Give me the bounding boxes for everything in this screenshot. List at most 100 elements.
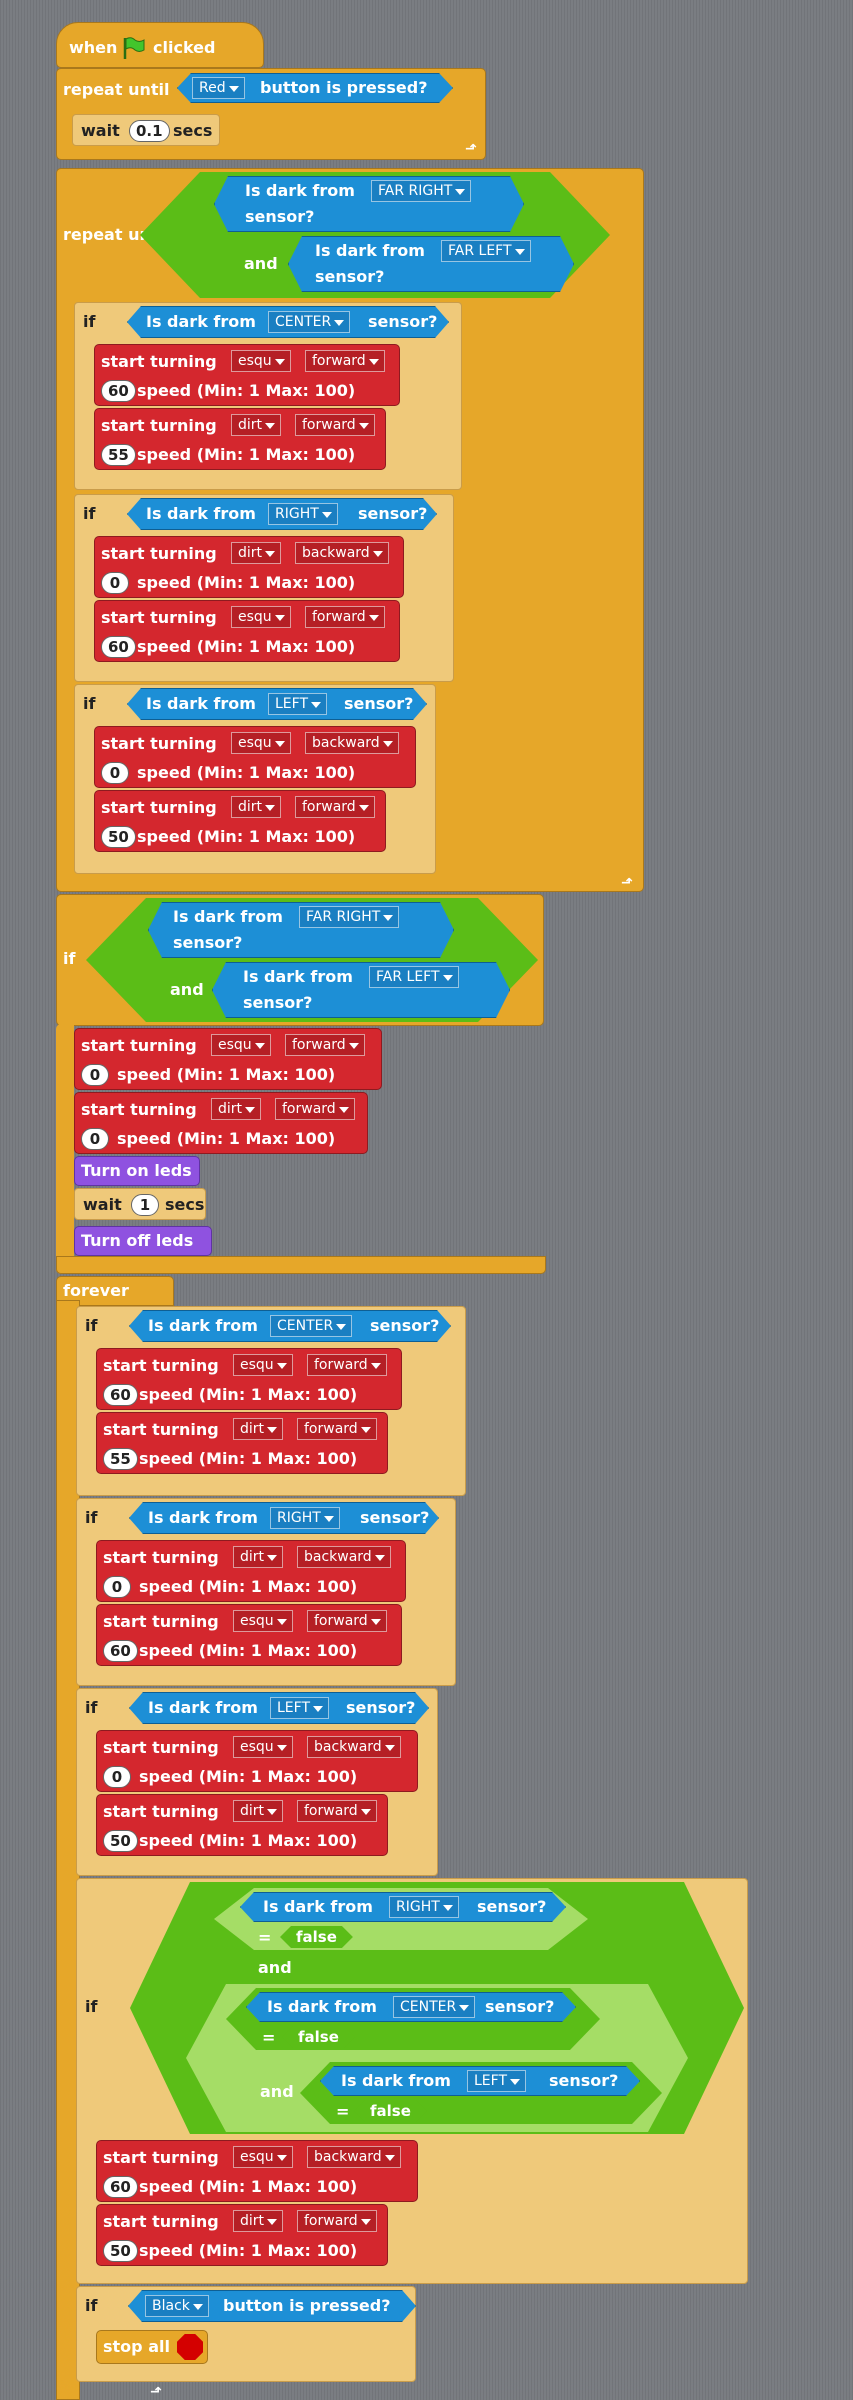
sensor-reporter[interactable]: Is dark from LEFT sensor? (129, 1692, 429, 1724)
start-turning-block[interactable]: start turning esqu backward 0 speed (Min… (94, 726, 416, 788)
speed-input[interactable]: 60 (101, 636, 136, 658)
wait-block[interactable]: wait 1 secs (74, 1188, 206, 1220)
sensor-dropdown[interactable]: LEFT (270, 1697, 329, 1719)
wait-block[interactable]: wait 0.1 secs (72, 114, 220, 146)
sensor-reporter[interactable]: Is dark from CENTER sensor? (129, 1310, 451, 1342)
sensor-reporter-far-left[interactable]: Is dark from FAR LEFT sensor? (212, 962, 510, 1018)
start-turning-block[interactable]: start turning dirt backward 0 speed (Min… (94, 536, 404, 598)
forever-block[interactable]: forever (56, 1276, 174, 1306)
motor-dropdown[interactable]: dirt (231, 414, 282, 436)
direction-dropdown[interactable]: backward (307, 2146, 401, 2168)
direction-dropdown[interactable]: backward (297, 1546, 391, 1568)
stop-all-block[interactable]: stop all (96, 2330, 208, 2364)
start-turning-block[interactable]: start turning dirt forward 50 speed (Min… (96, 1794, 388, 1856)
sensor-dropdown[interactable]: RIGHT (268, 503, 338, 525)
direction-dropdown[interactable]: forward (297, 1800, 377, 1822)
start-turning-block[interactable]: start turning esqu backward 0 speed (Min… (96, 1730, 418, 1792)
button-color-dropdown[interactable]: Red (192, 77, 245, 99)
motor-dropdown[interactable]: esqu (211, 1034, 271, 1056)
speed-input[interactable]: 60 (103, 2176, 138, 2198)
start-turning-block[interactable]: start turning dirt forward 50 speed (Min… (96, 2204, 388, 2266)
sensor-dropdown[interactable]: CENTER (393, 1996, 475, 2018)
direction-dropdown[interactable]: forward (295, 796, 375, 818)
motor-dropdown[interactable]: dirt (231, 796, 282, 818)
sensor-reporter[interactable]: Is dark from LEFT sensor? (320, 2066, 640, 2096)
start-turning-block[interactable]: start turning esqu forward 60 speed (Min… (96, 1604, 402, 1666)
sensor-dropdown-far-right[interactable]: FAR RIGHT (371, 180, 471, 202)
wait-seconds-input[interactable]: 1 (131, 1194, 159, 1216)
false-value[interactable]: false (354, 2100, 427, 2122)
start-turning-block[interactable]: start turning dirt forward 55 speed (Min… (96, 1412, 388, 1474)
motor-dropdown[interactable]: esqu (231, 350, 291, 372)
sensor-dropdown[interactable]: LEFT (467, 2070, 526, 2092)
turn-off-leds-block[interactable]: Turn off leds (74, 1226, 212, 1256)
speed-input[interactable]: 0 (101, 572, 129, 594)
direction-dropdown[interactable]: forward (285, 1034, 365, 1056)
motor-dropdown[interactable]: esqu (233, 1736, 293, 1758)
sensor-dropdown-far-right[interactable]: FAR RIGHT (299, 906, 399, 928)
sensor-reporter[interactable]: Is dark from LEFT sensor? (127, 688, 427, 720)
direction-dropdown[interactable]: forward (295, 414, 375, 436)
speed-input[interactable]: 50 (103, 2240, 138, 2262)
motor-dropdown[interactable]: dirt (233, 1546, 284, 1568)
start-turning-block[interactable]: start turning esqu backward 60 speed (Mi… (96, 2140, 418, 2202)
motor-dropdown[interactable]: dirt (211, 1098, 262, 1120)
speed-input[interactable]: 50 (103, 1830, 138, 1852)
when-flag-clicked-hat[interactable]: when clicked (56, 22, 264, 68)
motor-dropdown[interactable]: esqu (231, 732, 291, 754)
speed-input[interactable]: 0 (103, 1576, 131, 1598)
motor-dropdown[interactable]: esqu (231, 606, 291, 628)
turn-on-leds-block[interactable]: Turn on leds (74, 1156, 200, 1186)
direction-dropdown[interactable]: backward (307, 1736, 401, 1758)
sensor-reporter[interactable]: Is dark from RIGHT sensor? (129, 1502, 439, 1534)
direction-dropdown[interactable]: backward (295, 542, 389, 564)
start-turning-block[interactable]: start turning esqu forward 60 speed (Min… (94, 600, 400, 662)
direction-dropdown[interactable]: forward (307, 1354, 387, 1376)
button-pressed-reporter[interactable]: Red button is pressed? (177, 73, 453, 103)
motor-dropdown[interactable]: dirt (233, 2210, 284, 2232)
button-pressed-reporter[interactable]: Black button is pressed? (128, 2290, 416, 2322)
speed-input[interactable]: 60 (103, 1640, 138, 1662)
sensor-reporter-far-right[interactable]: Is dark from FAR RIGHT sensor? (148, 902, 454, 958)
start-turning-block[interactable]: start turning dirt forward 0 speed (Min:… (74, 1092, 368, 1154)
sensor-reporter-far-right[interactable]: Is dark from FAR RIGHT sensor? (214, 176, 524, 232)
sensor-reporter[interactable]: Is dark from CENTER sensor? (246, 1992, 576, 2022)
speed-input[interactable]: 50 (101, 826, 136, 848)
speed-input[interactable]: 0 (101, 762, 129, 784)
speed-input[interactable]: 55 (103, 1448, 138, 1470)
direction-dropdown[interactable]: forward (305, 606, 385, 628)
direction-dropdown[interactable]: forward (275, 1098, 355, 1120)
sensor-reporter[interactable]: Is dark from CENTER sensor? (127, 306, 449, 338)
button-color-dropdown[interactable]: Black (145, 2295, 209, 2317)
motor-dropdown[interactable]: dirt (233, 1800, 284, 1822)
speed-input[interactable]: 0 (81, 1128, 109, 1150)
sensor-dropdown-far-left[interactable]: FAR LEFT (369, 966, 459, 988)
start-turning-block[interactable]: start turning esqu forward 60 speed (Min… (94, 344, 400, 406)
speed-input[interactable]: 60 (101, 380, 136, 402)
direction-dropdown[interactable]: backward (305, 732, 399, 754)
motor-dropdown[interactable]: esqu (233, 1354, 293, 1376)
start-turning-block[interactable]: start turning esqu forward 60 speed (Min… (96, 1348, 402, 1410)
motor-dropdown[interactable]: esqu (233, 2146, 293, 2168)
sensor-dropdown[interactable]: CENTER (270, 1315, 352, 1337)
sensor-reporter-far-left[interactable]: Is dark from FAR LEFT sensor? (288, 236, 574, 292)
sensor-reporter[interactable]: Is dark from RIGHT sensor? (127, 498, 437, 530)
start-turning-block[interactable]: start turning dirt backward 0 speed (Min… (96, 1540, 406, 1602)
sensor-reporter[interactable]: Is dark from RIGHT sensor? (240, 1892, 566, 1922)
sensor-dropdown[interactable]: CENTER (268, 311, 350, 333)
motor-dropdown[interactable]: esqu (233, 1610, 293, 1632)
direction-dropdown[interactable]: forward (305, 350, 385, 372)
direction-dropdown[interactable]: forward (297, 1418, 377, 1440)
speed-input[interactable]: 55 (101, 444, 136, 466)
direction-dropdown[interactable]: forward (307, 1610, 387, 1632)
false-value[interactable]: false (280, 1926, 353, 1948)
wait-seconds-input[interactable]: 0.1 (129, 120, 170, 142)
sensor-dropdown[interactable]: RIGHT (270, 1507, 340, 1529)
start-turning-block[interactable]: start turning dirt forward 55 speed (Min… (94, 408, 386, 470)
direction-dropdown[interactable]: forward (297, 2210, 377, 2232)
sensor-dropdown-far-left[interactable]: FAR LEFT (441, 240, 531, 262)
sensor-dropdown[interactable]: RIGHT (389, 1896, 459, 1918)
start-turning-block[interactable]: start turning dirt forward 50 speed (Min… (94, 790, 386, 852)
start-turning-block[interactable]: start turning esqu forward 0 speed (Min:… (74, 1028, 382, 1090)
motor-dropdown[interactable]: dirt (233, 1418, 284, 1440)
